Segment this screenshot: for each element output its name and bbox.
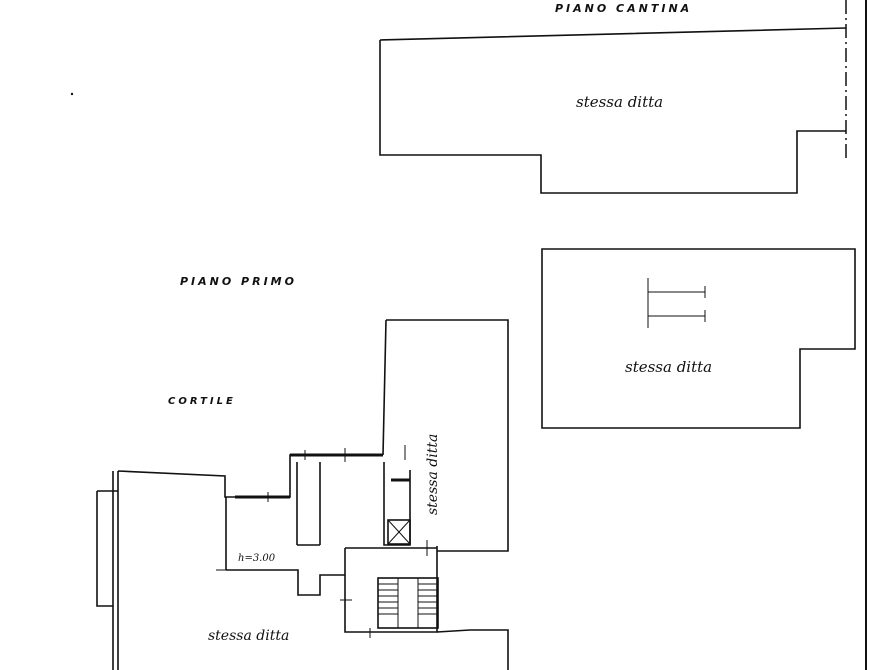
courtyard-label: CORTILE	[168, 396, 236, 407]
speck-dot	[70, 92, 74, 96]
neighbour-block-outline	[382, 319, 509, 552]
right-same-owner-label: stessa ditta	[625, 358, 712, 376]
vertical-same-owner-label: stessa ditta	[425, 434, 441, 515]
apartment-plan	[96, 445, 509, 670]
right-plot-outline	[541, 248, 856, 429]
first-floor-title: PIANO PRIMO	[180, 275, 297, 288]
cellar-floor-title: PIANO CANTINA	[555, 2, 692, 15]
bottom-same-owner-label: stessa ditta	[208, 628, 289, 644]
cellar-outline	[379, 27, 847, 194]
staircase-steps	[378, 578, 438, 628]
cellar-same-owner-label: stessa ditta	[576, 93, 663, 111]
ceiling-height-label: h=3.00	[238, 553, 276, 564]
stair-symbol	[647, 278, 706, 328]
